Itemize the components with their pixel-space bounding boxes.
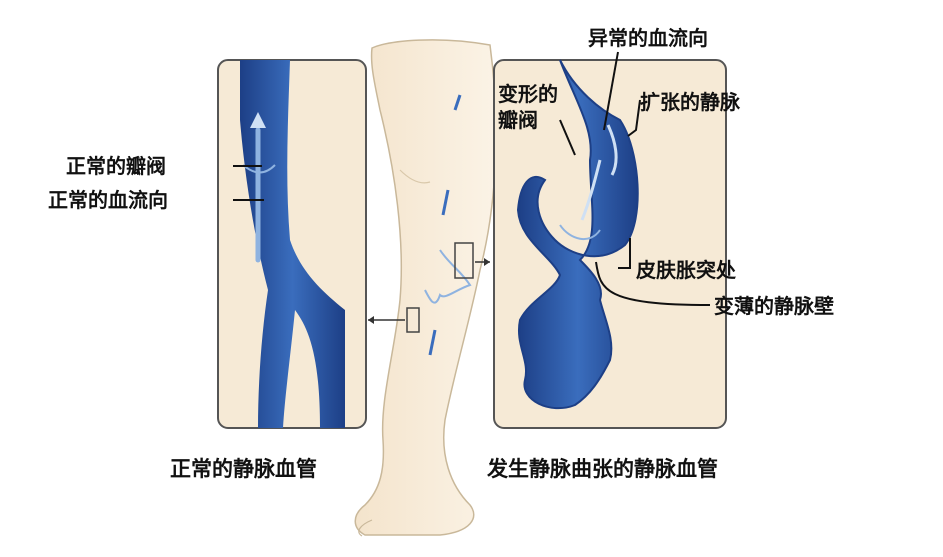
caption-varicose-vein: 发生静脉曲张的静脉血管 (487, 457, 718, 481)
label-deformed-valve-line2: 瓣阀 (498, 108, 538, 132)
normal-vein-panel (217, 59, 367, 429)
label-deformed-valve-line1: 变形的 (498, 82, 558, 106)
label-skin-bulge: 皮肤胀突处 (636, 258, 736, 282)
label-abnormal-flow: 异常的血流向 (588, 26, 708, 50)
leg-illustration (354, 39, 497, 537)
label-normal-flow: 正常的血流向 (48, 188, 168, 212)
varicose-vein-panel (493, 51, 727, 429)
label-dilated-vein: 扩张的静脉 (640, 90, 740, 114)
label-thin-vein-wall: 变薄的静脉壁 (714, 294, 834, 318)
caption-normal-vein: 正常的静脉血管 (170, 457, 317, 481)
label-normal-valve: 正常的瓣阀 (66, 154, 166, 178)
